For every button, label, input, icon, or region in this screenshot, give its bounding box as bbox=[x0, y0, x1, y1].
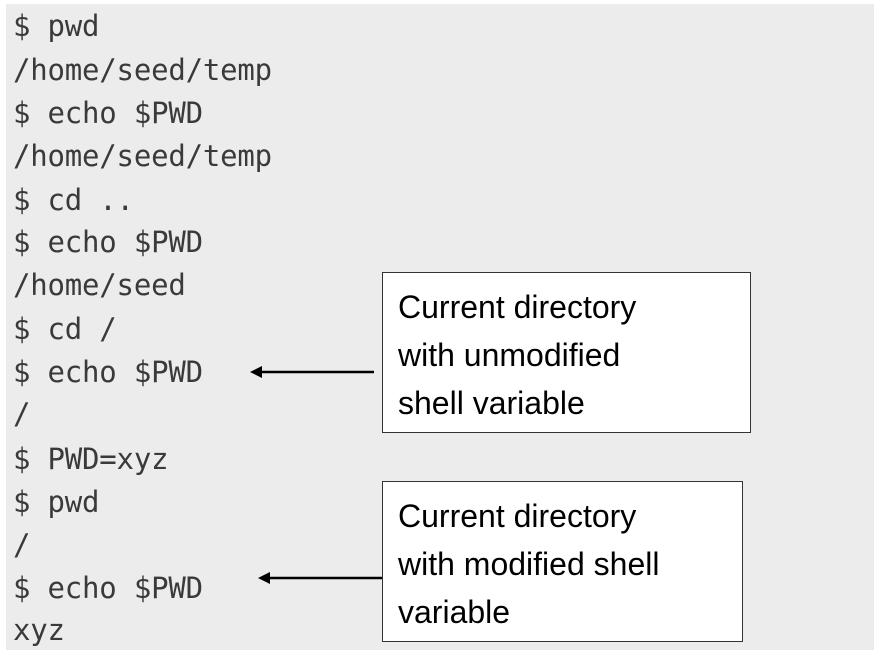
callout-line: with modified shell bbox=[398, 546, 660, 582]
terminal-line: $ pwd bbox=[13, 485, 100, 519]
terminal-line: / bbox=[13, 528, 31, 562]
terminal-line: $ cd / bbox=[13, 312, 117, 346]
callout-line: Current directory bbox=[398, 498, 637, 534]
terminal-line: $ echo $PWD bbox=[13, 571, 203, 605]
callout-line: Current directory bbox=[398, 289, 637, 325]
terminal-line: $ echo $PWD bbox=[13, 96, 203, 130]
arrow-left-icon bbox=[250, 362, 374, 382]
terminal-line: $ echo $PWD bbox=[13, 355, 203, 389]
terminal-line: $ pwd bbox=[13, 9, 100, 43]
terminal-line: / bbox=[13, 397, 31, 431]
terminal-line: /home/seed/temp bbox=[13, 53, 272, 87]
arrow-left-icon bbox=[258, 568, 382, 588]
callout-line: with unmodified bbox=[398, 337, 621, 373]
terminal-line: xyz bbox=[13, 613, 65, 647]
terminal-line: /home/seed/temp bbox=[13, 139, 272, 173]
terminal-line: $ cd .. bbox=[13, 183, 134, 217]
callout-modified: Current directory with modified shell va… bbox=[382, 481, 743, 642]
callout-line: shell variable bbox=[398, 385, 585, 421]
terminal-line: $ PWD=xyz bbox=[13, 442, 169, 476]
callout-line: variable bbox=[398, 594, 511, 630]
callout-unmodified: Current directory with unmodified shell … bbox=[382, 272, 751, 433]
terminal-line: /home/seed bbox=[13, 268, 186, 302]
terminal-line: $ echo $PWD bbox=[13, 225, 203, 259]
